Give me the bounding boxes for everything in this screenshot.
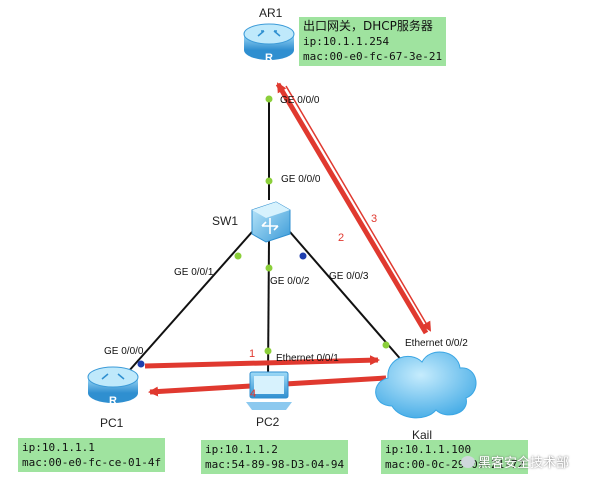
port-dot-sw1-ge003 [299,252,307,260]
info-ar1-role: 出口网关，DHCP服务器 [303,19,433,33]
device-name-kali: Kail [412,428,433,442]
info-kali-ip: ip:10.1.1.100 [385,443,472,456]
arrow-step-2 [275,82,429,335]
watermark: 黑客安全技术部 [461,452,569,471]
device-name-pc1: PC1 [100,416,124,430]
port-label-sw1-ge003: GE 0/0/3 [329,271,369,282]
pc-icon[interactable] [246,371,292,410]
step-number-2: 2 [338,232,345,244]
info-pc2-mac: mac:54-89-98-D3-04-94 [205,458,345,471]
svg-text:R: R [109,395,117,407]
link-sw1-pc1[interactable] [127,231,253,373]
port-dot-sw1-ge001 [234,252,242,260]
port-dot-sw1-ge000 [265,177,273,185]
step-number-3: 3 [371,213,378,225]
port-label-sw1-ge002: GE 0/0/2 [270,276,310,287]
info-box-pc1: ip:10.1.1.1 mac:00-e0-fc-ce-01-4f [18,438,166,472]
step-number-4: 4 [250,388,257,400]
info-box-ar1: 出口网关，DHCP服务器 ip:10.1.1.254 mac:00-e0-fc-… [299,17,447,66]
info-box-kali: ip:10.1.1.100 mac:00-0c-29-0f-21-72 [381,440,529,474]
port-label-ar1-ge000: GE 0/0/0 [280,95,320,106]
arrow-step-3 [285,85,432,332]
info-box-pc2: ip:10.1.1.2 mac:54-89-98-D3-04-94 [201,440,349,474]
info-pc2-ip: ip:10.1.1.2 [205,443,278,456]
port-label-pc2-eth: Ethernet 0/0/1 [276,353,339,364]
device-name-ar1: AR1 [259,6,283,20]
device-name-pc2: PC2 [256,415,280,429]
watermark-text: 黑客安全技术部 [478,455,570,470]
step-number-1: 1 [249,348,256,360]
pc-icon[interactable]: R [87,366,139,407]
port-label-sw1-ge000: GE 0/0/0 [281,174,321,185]
info-ar1-ip: ip:10.1.1.254 [303,35,390,48]
port-dot-pc2-eth [264,347,272,355]
port-dot-pc1-ge000 [137,360,145,368]
svg-text:R: R [265,52,273,64]
port-dot-kali-eth [382,341,390,349]
watermark-logo-icon [461,456,475,468]
port-label-sw1-ge001: GE 0/0/1 [174,267,214,278]
arrow-step-1 [144,355,380,369]
info-ar1-mac: mac:00-e0-fc-67-3e-21 [303,50,443,63]
link-sw1-pc2[interactable] [267,239,270,379]
cloud-icon[interactable] [375,351,477,419]
info-kali-mac: mac:00-0c-29-0f-21-72 [385,458,525,471]
port-dot-ar1-ge000 [265,95,273,103]
port-dot-sw1-ge002 [265,264,273,272]
link-sw1-kali[interactable] [289,231,411,371]
port-label-kali-eth: Ethernet 0/0/2 [405,338,468,349]
switch-icon[interactable] [251,201,291,243]
router-icon[interactable]: R [243,23,295,64]
info-pc1-mac: mac:00-e0-fc-ce-01-4f [22,456,162,469]
info-pc1-ip: ip:10.1.1.1 [22,441,95,454]
port-label-pc1-ge000: GE 0/0/0 [104,346,144,357]
device-name-sw1: SW1 [212,214,239,228]
